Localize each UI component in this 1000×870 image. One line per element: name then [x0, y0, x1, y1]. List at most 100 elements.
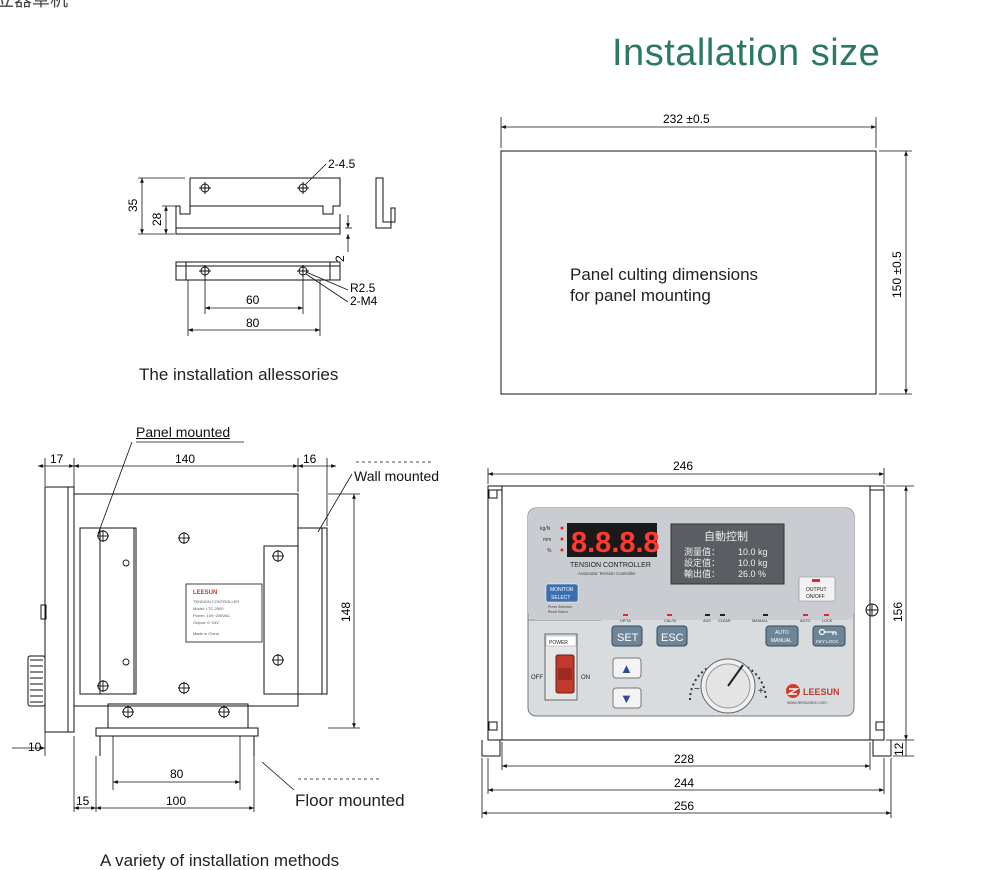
- esc-label: ESC: [661, 632, 684, 644]
- dim-2: 2: [333, 255, 347, 262]
- manual-label: MANUAL: [771, 638, 792, 644]
- installation-methods-caption: A variety of installation methods: [100, 851, 340, 870]
- dim-16: 16: [303, 452, 317, 466]
- corner-text: 立器草机: [0, 0, 68, 10]
- panel-cut-line2: for panel mounting: [570, 286, 711, 305]
- label-card-line: Made in China: [193, 631, 220, 636]
- key-icon: [818, 628, 837, 636]
- panel-cutout-drawing: [500, 117, 912, 395]
- led-label: AUTO: [800, 619, 811, 623]
- monitor-note: Press Selection: [548, 605, 572, 609]
- unit-mm: mm: [543, 537, 551, 543]
- controller-title: TENSION CONTROLLER: [570, 562, 651, 569]
- lcd-row-value: 10.0 kg: [738, 558, 768, 568]
- power-off-label: OFF: [531, 675, 543, 681]
- dim-246: 246: [673, 459, 693, 473]
- seven-segment-display: [567, 523, 657, 557]
- set-button[interactable]: SET: [611, 625, 643, 647]
- power-title: POWER: [549, 640, 568, 646]
- up-button[interactable]: ▲: [612, 657, 642, 679]
- lcd-row-label: 輸出值：: [684, 568, 720, 579]
- panel-cut-line1: Panel culting dimensions: [570, 265, 759, 284]
- accessories-caption: The installation allessories: [139, 365, 339, 384]
- lcd-row-label: 測量值：: [684, 546, 720, 557]
- panel-mounted-label: Panel mounted: [136, 424, 231, 440]
- page-title: Installation size: [612, 32, 881, 74]
- wall-mounted-label: Wall mounted: [354, 468, 440, 484]
- lcd-row-value: 26.0 %: [738, 569, 766, 579]
- led-label: LOCK: [822, 619, 833, 623]
- unit-percent: %: [547, 548, 552, 554]
- brand-name: LEESUN: [803, 687, 840, 697]
- dim-hole: 2-4.5: [328, 157, 356, 171]
- dim-148: 148: [339, 602, 353, 622]
- led-label: CAL/SI: [664, 619, 676, 623]
- led-label: UP/TA: [620, 619, 631, 623]
- key-lock-label: KEY LOCK: [816, 639, 838, 644]
- dim-12: 12: [892, 742, 906, 756]
- monitor-label: MONITOR: [550, 587, 574, 593]
- down-button[interactable]: ▼: [612, 687, 642, 709]
- set-label: SET: [617, 632, 639, 644]
- brand-url: www.leesuntec.com: [787, 700, 827, 705]
- dim-35: 35: [126, 198, 140, 212]
- dim-140: 140: [175, 452, 195, 466]
- dim-100: 100: [166, 794, 186, 808]
- label-card-line: Model: LTC-2500: [193, 606, 224, 611]
- front-view-dimension-lines: [481, 468, 914, 818]
- dim-15: 15: [76, 794, 90, 808]
- dim-radius: R2.5: [350, 281, 376, 295]
- power-switch[interactable]: [544, 633, 578, 701]
- dim-80-floor: 80: [170, 767, 184, 781]
- accessory-bracket-drawing: [175, 177, 396, 281]
- dim-156: 156: [891, 602, 905, 622]
- seven-segment-value: 8.8.8.8: [571, 527, 660, 559]
- led-label: CLEAR: [718, 619, 731, 623]
- label-card-line: TENSION CONTROLLER: [193, 599, 239, 604]
- side-view-dimension-lines: [12, 441, 432, 812]
- onoff-label: ON/OFF: [806, 594, 825, 600]
- panel-cut-height: 150 ±0.5: [890, 251, 904, 298]
- lcd-screen: [670, 523, 785, 585]
- monitor-select-button[interactable]: MONITOR SELECT: [545, 583, 579, 603]
- unit-kgn: kg/N: [540, 526, 551, 532]
- knob-plus: +: [758, 686, 764, 697]
- knob-minus: −: [694, 684, 700, 695]
- accessory-dimension-lines: [138, 163, 352, 336]
- dim-17: 17: [50, 452, 64, 466]
- key-lock-button[interactable]: KEY LOCK: [812, 625, 846, 647]
- lcd-row-value: 10.0 kg: [738, 547, 768, 557]
- label-card-line: Output: 0~24V: [193, 620, 219, 625]
- brand-logo-icon: [786, 684, 800, 698]
- dim-28: 28: [150, 212, 164, 226]
- power-on-label: ON: [581, 675, 590, 681]
- up-arrow-icon: ▲: [620, 661, 633, 676]
- floor-mounted-label: Floor mounted: [295, 791, 405, 810]
- panel-cut-width: 232 ±0.5: [663, 112, 710, 126]
- label-card-lines: TENSION CONTROLLER Model: LTC-2500 Power…: [193, 599, 239, 636]
- select-label: SELECT: [551, 595, 570, 601]
- status-leds: UP/TA CAL/SI AUX CLEAR MANUAL AUTO LOCK: [620, 614, 833, 623]
- dim-10: 10: [28, 740, 42, 754]
- dim-228: 228: [674, 752, 694, 766]
- esc-button[interactable]: ESC: [656, 625, 688, 647]
- controller-subtitle: Automatic Tension Controller: [578, 571, 636, 576]
- dim-60: 60: [246, 293, 260, 307]
- dim-screw: 2-M4: [350, 294, 378, 308]
- output-onoff-button[interactable]: OUTPUT ON/OFF: [798, 576, 836, 602]
- lcd-title: 自動控制: [704, 529, 748, 543]
- monitor-note: Reset Select: [548, 610, 568, 614]
- down-arrow-icon: ▼: [620, 691, 633, 706]
- side-view-drawing: [27, 486, 328, 756]
- auto-label: AUTO: [775, 630, 789, 636]
- label-card-line: Power: 100~240VAC: [193, 613, 230, 618]
- tension-knob[interactable]: [689, 658, 767, 714]
- led-label: AUX: [703, 619, 711, 623]
- dim-244: 244: [674, 776, 694, 790]
- front-view-frame: [481, 485, 892, 757]
- label-card-brand: LEESUN: [193, 590, 217, 596]
- led-label: MANUAL: [752, 619, 768, 623]
- output-label: OUTPUT: [806, 587, 827, 593]
- auto-manual-button[interactable]: AUTO MANUAL: [765, 625, 799, 647]
